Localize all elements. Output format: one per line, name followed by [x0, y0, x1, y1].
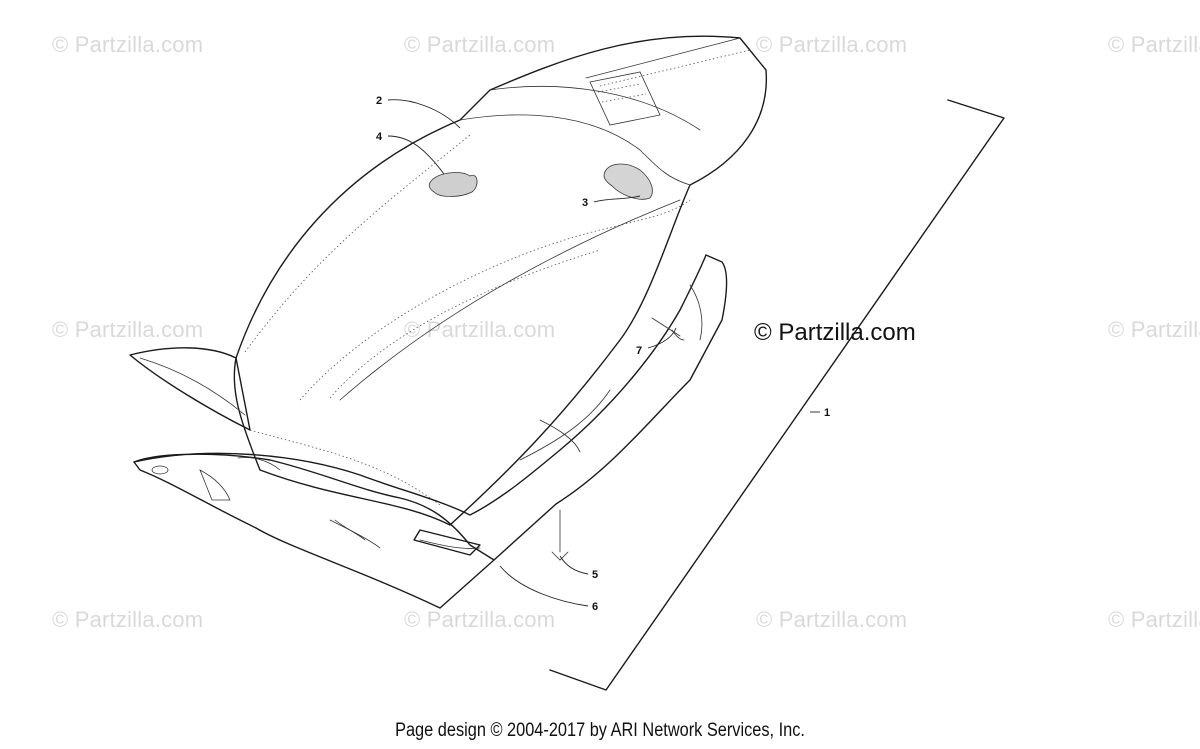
- callout-7: 7: [636, 345, 642, 357]
- patch-4: [428, 172, 478, 197]
- callout-2: 2: [376, 95, 382, 107]
- leader-3: [593, 195, 641, 203]
- seat-cushion: [129, 35, 768, 526]
- assembly-bracket: [549, 99, 1005, 691]
- page-footer: Page design © 2004-2017 by ARI Network S…: [395, 720, 805, 741]
- patch-3: [603, 163, 653, 200]
- leader-2: [387, 99, 461, 129]
- leader-7: [647, 327, 677, 349]
- callout-6: 6: [592, 601, 598, 613]
- copyright-mark: © Partzilla.com: [754, 319, 916, 346]
- callout-4: 4: [376, 131, 383, 143]
- part-5: [551, 509, 569, 561]
- leader-4: [387, 135, 445, 175]
- seat-base: [133, 254, 728, 609]
- part-7: [651, 317, 685, 341]
- callout-3: 3: [582, 197, 588, 209]
- callout-5: 5: [592, 569, 598, 581]
- leader-6: [499, 565, 589, 607]
- leader-5: [559, 555, 589, 575]
- callout-1: 1: [824, 407, 830, 419]
